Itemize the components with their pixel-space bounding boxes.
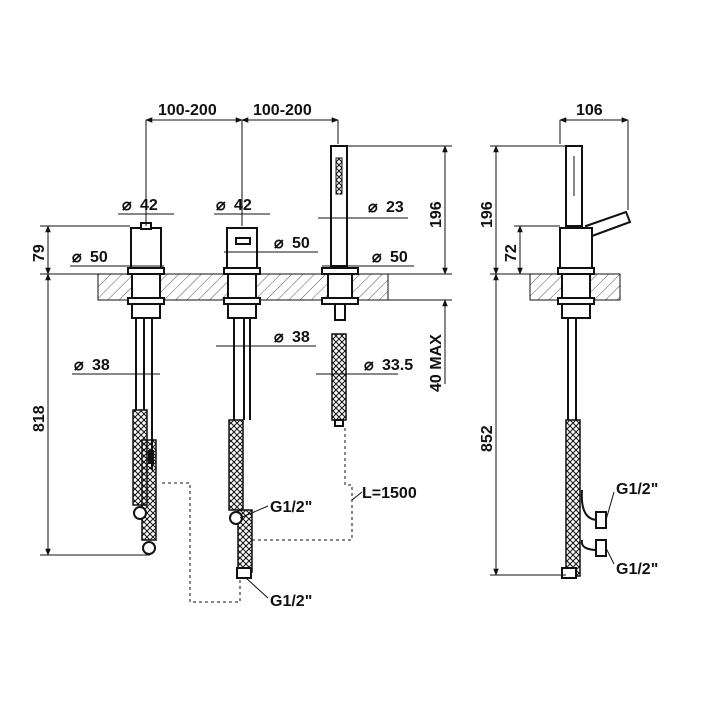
connection-label-2: G1/2" [270, 593, 312, 610]
connection-label-1: G1/2" [270, 499, 312, 516]
height-196-label-b: 196 [479, 201, 496, 228]
height-79-label: 79 [31, 244, 48, 262]
dia-symbol: ⌀ [72, 249, 82, 266]
dia-38-label-b: 38 [292, 329, 310, 346]
left-hoses [132, 409, 157, 555]
left-valve [127, 222, 165, 470]
dia-50-label-b: 50 [292, 235, 310, 252]
spacing-label-2: 100-200 [253, 102, 312, 119]
dia-symbol: ⌀ [122, 197, 132, 214]
dia-42-label-b: 42 [234, 197, 252, 214]
dia-symbol: ⌀ [216, 197, 226, 214]
middle-hoses [228, 419, 253, 579]
height-40max-label: 40 MAX [428, 334, 445, 392]
dia-symbol: ⌀ [372, 249, 382, 266]
front-view [40, 117, 452, 603]
dia-50-label-c: 50 [390, 249, 408, 266]
dia-symbol: ⌀ [74, 357, 84, 374]
dia-symbol: ⌀ [368, 199, 378, 216]
height-196-label-a: 196 [428, 201, 445, 228]
spacing-label-1: 100-200 [158, 102, 217, 119]
dia-38-label-a: 38 [92, 357, 110, 374]
dia-50-label-a: 50 [90, 249, 108, 266]
dia-symbol: ⌀ [274, 235, 284, 252]
height-818-label: 818 [31, 405, 48, 432]
middle-valve [223, 227, 261, 420]
dia-33-5-label: 33.5 [382, 357, 413, 374]
hose-length-label: L=1500 [362, 485, 417, 502]
width-106-label: 106 [576, 102, 603, 119]
connection-label-4: G1/2" [616, 561, 658, 578]
dia-symbol: ⌀ [364, 357, 374, 374]
connection-label-3: G1/2" [616, 481, 658, 498]
dia-symbol: ⌀ [274, 329, 284, 346]
height-852-label: 852 [479, 425, 496, 452]
dia-23-label: 23 [386, 199, 404, 216]
dia-42-label-a: 42 [140, 197, 158, 214]
height-72-label: 72 [503, 244, 520, 262]
side-view [490, 117, 632, 579]
hand-shower [321, 145, 359, 427]
